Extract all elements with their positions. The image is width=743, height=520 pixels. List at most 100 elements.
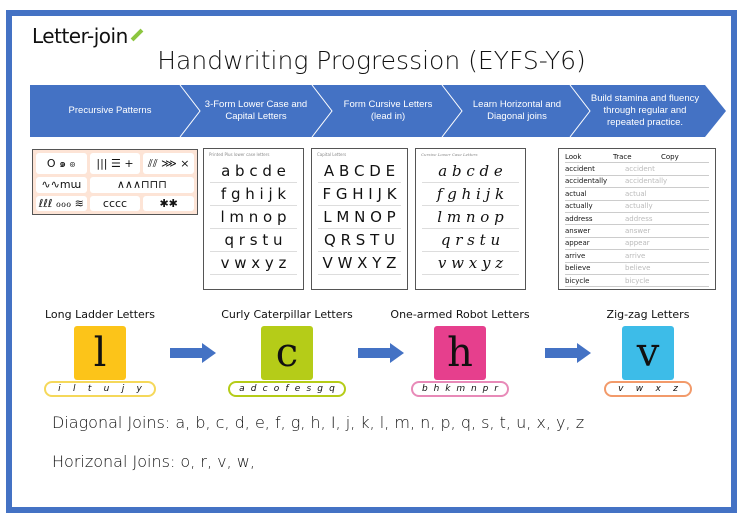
pattern: cccc — [89, 195, 141, 211]
col-header: Look — [565, 152, 582, 161]
letter: n — [471, 384, 477, 394]
horizontal-joins-text: Horizonal Joins: o, r, v, w, — [52, 452, 255, 471]
pattern: ⫽⫽ ⋙ × — [143, 153, 194, 175]
look-word: believe — [565, 264, 591, 273]
trace-word: actual — [625, 189, 647, 198]
look-word: actual — [565, 189, 587, 198]
tile-glyph: c — [275, 330, 299, 376]
letter: s — [306, 384, 312, 394]
trace-word: appear — [625, 239, 650, 248]
word-row: bicycle bicycle — [565, 275, 709, 288]
letter-family-tile: v — [622, 326, 674, 380]
pattern: ✱✱ — [143, 195, 194, 211]
arrow-right-icon — [358, 343, 404, 363]
pattern: ||| ☰ + — [89, 153, 141, 175]
letter: j — [121, 384, 125, 394]
letter-row: l m n o p — [210, 206, 297, 229]
tile-glyph: v — [636, 330, 660, 376]
word-row: accident accident — [565, 163, 709, 176]
look-word: address — [565, 214, 593, 223]
tile-glyph: h — [447, 330, 473, 376]
pattern: ∧∧∧⊓⊓⊓ — [89, 177, 194, 193]
trace-word: address — [625, 214, 653, 223]
letter-row: f g h i j k — [422, 183, 519, 206]
diagonal-joins-text: Diagonal Joins: a, b, c, d, e, f, g, h, … — [52, 413, 585, 432]
trace-word: answer — [625, 227, 651, 236]
letter-row: Q R S T U — [318, 229, 401, 252]
look-word: bicycle — [565, 276, 590, 285]
look-word: appear — [565, 239, 590, 248]
letter-family-tile: h — [434, 326, 486, 380]
letter-row: A B C D E — [318, 160, 401, 183]
letter: i — [58, 384, 61, 394]
word-row: address address — [565, 213, 709, 226]
letter-row: v w x y z — [422, 252, 519, 275]
letter: e — [294, 384, 301, 394]
col-header: Trace — [613, 152, 632, 161]
stage-1: Precursive Patterns — [68, 105, 152, 116]
trace-word: accident — [625, 165, 655, 174]
letter: p — [482, 384, 489, 394]
letter: t — [87, 384, 92, 394]
sheet-header: Cursive Lower Case Letters — [421, 152, 478, 157]
look-word: accident — [565, 165, 595, 174]
letter: x — [655, 384, 661, 394]
printed-letters-sheet: Printed Plus lower case letters a b c d … — [203, 148, 304, 290]
cursive-letters-sheet: Cursive Lower Case Letters a b c d e f g… — [415, 148, 526, 290]
letter-row: a b c d e — [210, 160, 297, 183]
stage-3: Form Cursive Letters (lead in) — [343, 99, 433, 122]
look-word: actually — [565, 202, 593, 211]
letter-family-tile: l — [74, 326, 126, 380]
letter-family-tile: c — [261, 326, 313, 380]
letter-row: q r s t u — [210, 229, 297, 252]
letter: a — [239, 384, 245, 394]
letter: y — [136, 384, 142, 394]
letter: d — [250, 384, 257, 394]
letter: z — [673, 384, 678, 394]
letter: g — [317, 384, 324, 394]
page-title: Handwriting Progression (EYFS-Y6) — [157, 46, 586, 75]
arrow-right-icon — [170, 343, 216, 363]
letter: o — [273, 384, 280, 394]
letter: r — [494, 384, 498, 394]
word-row: appear appear — [565, 238, 709, 251]
logo-text: Letter-join — [32, 24, 128, 48]
look-word: arrive — [565, 251, 586, 260]
chevron-shape — [30, 85, 726, 137]
group-label: Zig-zag Letters — [606, 308, 690, 321]
stage-chevron-band: Precursive Patterns 3-Form Lower Case an… — [30, 85, 726, 137]
word-row: actual actual — [565, 188, 709, 201]
letter: m — [456, 384, 466, 394]
letter: v — [618, 384, 624, 394]
trace-word: arrive — [625, 251, 646, 260]
letter-join-logo: Letter-join — [32, 24, 144, 48]
letter: w — [635, 384, 644, 394]
pencil-icon — [130, 28, 144, 42]
letter-row: f g h i j k — [210, 183, 297, 206]
letter: u — [103, 384, 110, 394]
look-word: accidentally — [565, 177, 608, 186]
tile-glyph: l — [93, 330, 107, 376]
letter-row: q r s t u — [422, 229, 519, 252]
letter-row: F G H I J K — [318, 183, 401, 206]
arrow-right-icon — [545, 343, 591, 363]
letter-row: a b c d e — [422, 160, 519, 183]
letter-row: v w x y z — [210, 252, 297, 275]
letter: h — [433, 384, 440, 394]
sheet-header: Capital Letters — [317, 152, 347, 157]
letter-row: L M N O P — [318, 206, 401, 229]
group-label: Curly Caterpillar Letters — [221, 308, 353, 321]
stage-4: Learn Horizontal and Diagonal joins — [472, 99, 562, 122]
trace-word: bicycle — [625, 276, 650, 285]
letter-row: V W X Y Z — [318, 252, 401, 275]
letter: q — [329, 384, 335, 394]
